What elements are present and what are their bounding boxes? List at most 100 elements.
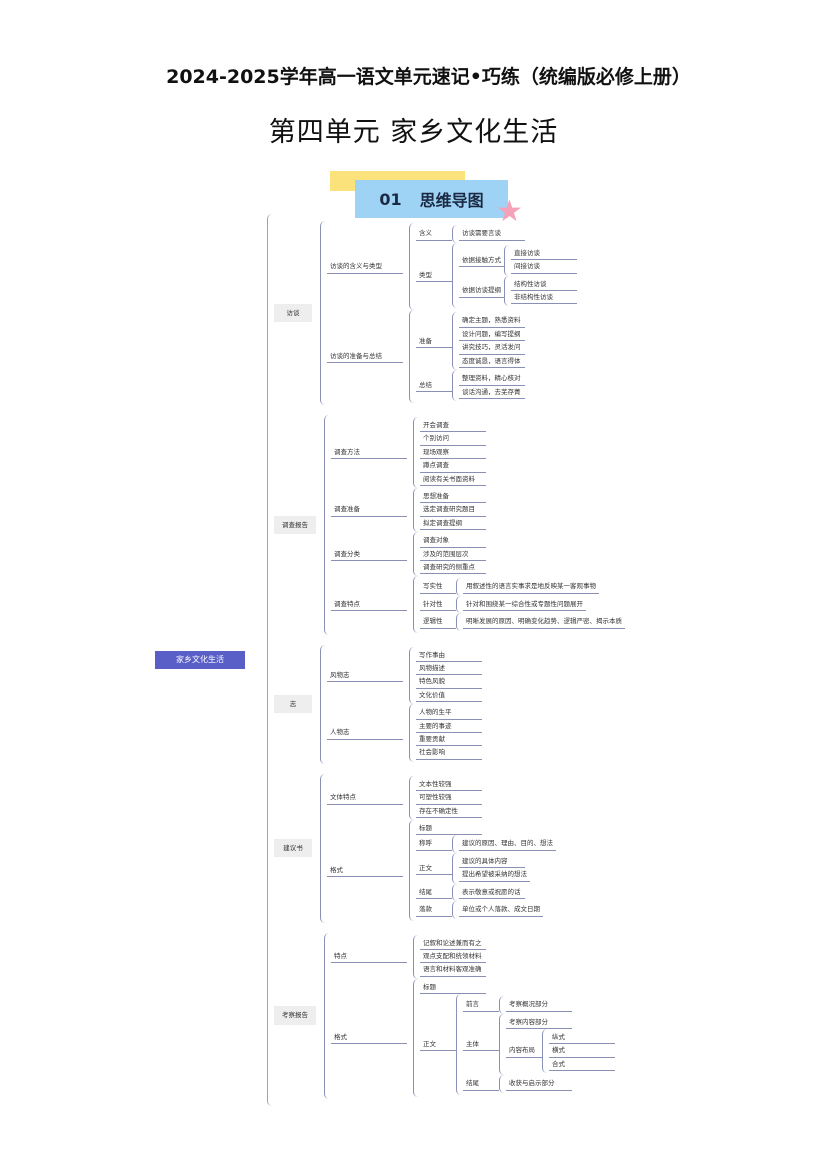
node-children: 文体特点文本性较强可塑性较强存在不确定性格式 标题称呼建议的原因、理由、目的、想法… [320,773,556,923]
node-children: 确定主题，熟悉资料设计问题，编写提纲讲究技巧，灵活发问态度诚恳，语言得体 [452,312,525,371]
mind-map-branch: 称呼建议的原因、理由、目的、想法 [416,835,556,853]
node-label: 调查对象 [420,534,486,548]
mind-map-leaf: 用叙述性的语言实事求是地反映某一客观事物 [463,580,599,594]
node-children: 收获与启示部分 [499,1075,572,1093]
node-label: 非结构性访谈 [511,291,577,305]
mind-map-branch: 针对性针对和围绕某一综合性或专题性问题展开 [420,595,625,614]
mind-map-leaf: 建议的原因、理由、目的、想法 [459,837,556,851]
mind-map-branch: 访谈的准备与总结准备确定主题，熟悉资料设计问题，编写提纲讲究技巧，灵活发问态度诚… [327,310,577,403]
mind-map-leaf: 标题 [416,822,556,836]
node-label: 选定调查研究题目 [420,503,486,517]
document-title: 2024-2025学年高一语文单元速记•巧练（统编版必修上册） [166,66,691,88]
mind-map-leaf: 开会调查 [420,419,486,433]
node-label: 内容布局 [506,1044,542,1058]
mind-map-branch: 正文建议的具体内容提出希望被采纳的想法 [416,852,556,884]
node-label: 特点 [331,950,407,964]
node-label: 调查研究的侧重点 [420,561,486,575]
mind-map-leaf: 收获与启示部分 [506,1077,572,1091]
node-label: 主要的事迹 [416,720,482,734]
node-children: 准备确定主题，熟悉资料设计问题，编写提纲讲究技巧，灵活发问态度诚恳，语言得体总结… [409,310,525,403]
node-label: 存在不确定性 [416,805,482,819]
mind-map-leaf: 拟定调查提纲 [420,517,486,531]
node-label: 态度诚恳，语言得体 [459,355,525,369]
node-label: 针对性 [420,598,456,612]
node-children: 写实性用叙述性的语言实事求是地反映某一客观事物针对性针对和围绕某一综合性或专题性… [413,576,625,633]
mind-map-leaf: 建议的具体内容 [459,855,530,869]
mind-map-root: 家乡文化生活访谈访谈的含义与类型含义访谈需要言谈类型依据接触方式直接访谈间接访谈… [155,214,625,1106]
mind-map-branch: 依据接触方式直接访谈间接访谈 [459,244,577,276]
mind-map-branch: 调查方法开会调查个别访问现场观察蹲点调查阅读有关书面资料 [331,416,625,488]
node-children: 单位或个人落款、成文日期 [452,901,543,919]
node-label: 正文 [416,862,452,875]
node-label: 访谈的准备与总结 [327,350,403,364]
node-label: 纵式 [549,1031,615,1045]
mind-map-branch: 正文前言考察概况部分主体考察内容部分内容布局纵式横式合式结尾收获与启示部分 [420,994,615,1095]
node-label: 确定主题，熟悉资料 [459,314,525,328]
node-children: 考察概况部分 [499,996,572,1014]
node-label: 阅读有关书面资料 [420,473,486,486]
node-label: 访谈 [274,303,312,323]
node-label: 表示敬意或祝愿的话 [459,886,525,900]
mind-map-leaf: 访谈需要言谈 [459,227,525,241]
mind-map-leaf: 纵式 [549,1031,615,1045]
mind-map-leaf: 调查研究的侧重点 [420,561,486,575]
node-label: 调查分类 [331,548,407,561]
node-label: 拟定调查提纲 [420,517,486,531]
mind-map-leaf: 人物的生平 [416,706,482,720]
node-label: 依据访谈提纲 [459,284,504,298]
node-children: 明晰发展的原因、明确变化趋势、逻辑严密、揭示本质 [456,613,625,631]
star-icon: ★ [496,194,523,229]
mind-map-leaf: 存在不确定性 [416,805,482,819]
node-children: 表示敬意或祝愿的话 [452,883,525,902]
node-children: 考察内容部分内容布局纵式横式合式 [499,1013,615,1076]
node-label: 标题 [416,822,482,836]
node-label: 调查报告 [274,515,316,534]
mind-map-leaf: 设计问题，编写提纲 [459,328,525,342]
node-label: 风物志 [327,669,403,683]
mind-map-branch: 风物志写作事由风物描述特色风貌文化价值 [327,646,482,705]
mind-map-branch: 考察报告特点记叙和论述兼而有之观点支配和统领材料语言和材料客观准确格式标题正文前… [274,932,625,1099]
mind-map-branch: 调查特点写实性用叙述性的语言实事求是地反映某一客观事物针对性针对和围绕某一综合性… [331,576,625,633]
mind-map-leaf: 确定主题，熟悉资料 [459,314,525,328]
node-label: 针对和围绕某一综合性或专题性问题展开 [463,598,586,612]
node-label: 蹲点调查 [420,459,486,473]
node-children: 建议的具体内容提出希望被采纳的想法 [452,852,530,884]
mind-map-leaf: 讲究技巧，灵活发问 [459,341,525,355]
mind-map-leaf: 合式 [549,1058,615,1072]
node-label: 主体 [463,1038,499,1052]
mind-map-branch: 人物志人物的生平主要的事迹重要贡献社会影响 [327,704,482,762]
mind-map-leaf: 个别访问 [420,432,486,446]
mind-map-leaf: 社会影响 [416,746,482,760]
node-children: 开会调查个别访问现场观察蹲点调查阅读有关书面资料 [413,416,486,488]
node-label: 类型 [416,269,452,283]
mind-map-leaf: 思想准备 [420,490,486,504]
mind-map-leaf: 涉及的范围层次 [420,548,486,561]
node-children: 前言考察概况部分主体考察内容部分内容布局纵式横式合式结尾收获与启示部分 [456,994,615,1095]
section-badge: 01 思维导图 [355,180,508,218]
node-label: 文体特点 [327,791,403,805]
node-children: 访谈需要言谈 [452,225,525,243]
mind-map-branch: 内容布局纵式横式合式 [506,1028,615,1074]
node-label: 涉及的范围层次 [420,548,486,561]
node-label: 建议书 [274,838,312,858]
node-label: 格式 [327,864,403,877]
mind-map-leaf: 间接访谈 [511,260,577,274]
node-label: 整理资料，精心核对 [459,372,525,386]
node-label: 考察内容部分 [506,1016,572,1029]
mind-map-leaf: 观点支配和统领材料 [420,950,486,964]
node-children: 人物的生平主要的事迹重要贡献社会影响 [409,704,482,762]
mind-map-leaf: 可塑性较强 [416,791,482,805]
mind-map-branch: 写实性用叙述性的语言实事求是地反映某一客观事物 [420,578,625,596]
node-label: 人物志 [327,726,403,740]
node-label: 思想准备 [420,490,486,504]
node-label: 标题 [420,981,486,995]
node-label: 写实性 [420,580,456,594]
node-label: 准备 [416,335,452,348]
node-children: 写作事由风物描述特色风貌文化价值 [409,646,482,705]
node-children: 含义访谈需要言谈类型依据接触方式直接访谈间接访谈依据访谈提纲结构性访谈非结构性访… [409,223,577,311]
node-label: 人物的生平 [416,706,482,720]
mind-map-leaf: 选定调查研究题目 [420,503,486,517]
node-children: 文本性较强可塑性较强存在不确定性 [409,775,482,821]
mind-map-leaf: 特色风貌 [416,675,482,689]
node-children: 依据接触方式直接访谈间接访谈依据访谈提纲结构性访谈非结构性访谈 [452,242,577,309]
